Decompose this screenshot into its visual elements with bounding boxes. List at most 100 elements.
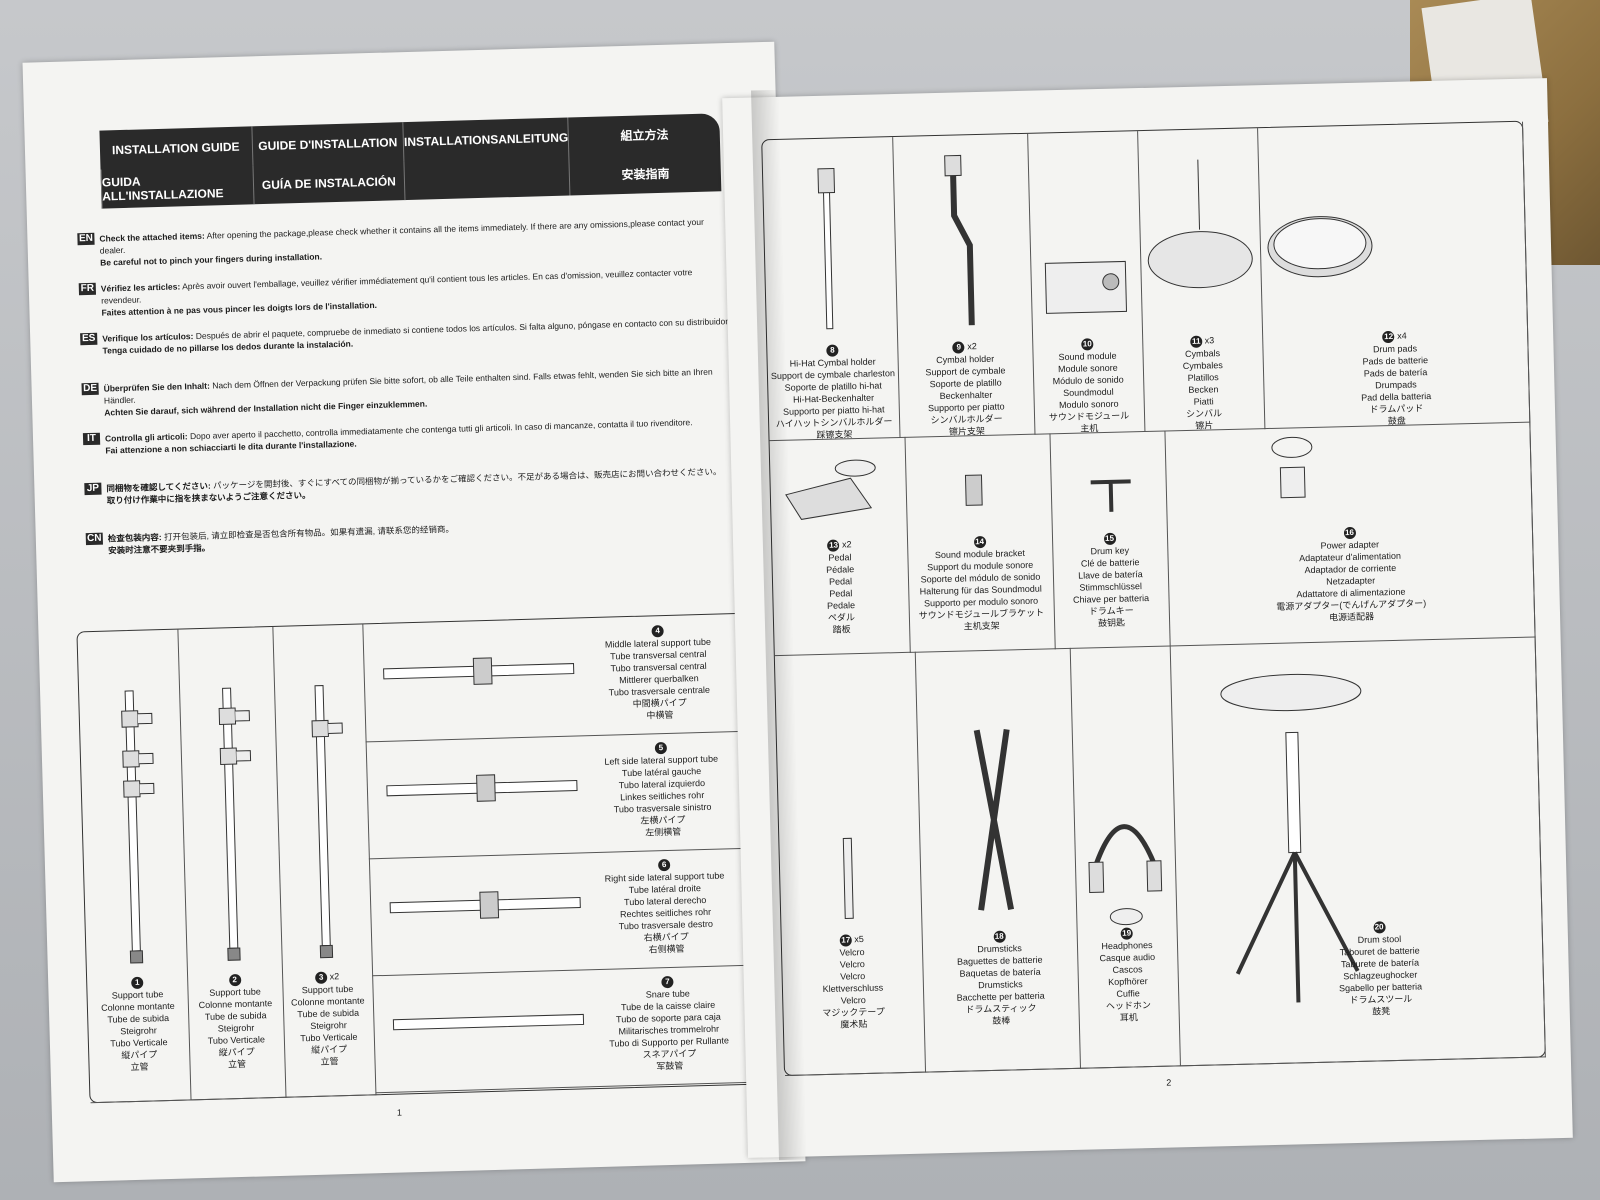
banner-title-7: 安装指南 <box>568 152 722 196</box>
banner-title-1: GUIDE D'INSTALLATION <box>250 122 404 166</box>
accessory-illustration-18 <box>973 729 1015 911</box>
instruction-note: 安装时注意不要夹到手指。 <box>108 542 211 556</box>
lateral-tube-illustration <box>386 774 578 802</box>
instruction-note: Be careful not to pinch your fingers dur… <box>99 251 323 268</box>
language-code: IT <box>82 432 101 446</box>
banner-title-5: GUÍA DE INSTALACIÓN <box>252 161 405 205</box>
part-number: 6 <box>657 858 671 872</box>
instruction-note: Achten Sie darauf, sich während der Inst… <box>104 398 428 418</box>
part-number: 11 <box>1190 335 1203 348</box>
instruction-jp: JP 同梱物を確認してください: パッケージを開封後、すぐにすべての同梱物が揃って… <box>84 465 744 507</box>
part-number: 13 <box>827 539 840 552</box>
part-number: 7 <box>661 975 674 989</box>
part-quantity: x5 <box>854 934 864 945</box>
accessory-illustration-9 <box>944 154 975 326</box>
accessory-illustration-8 <box>817 168 836 330</box>
lateral-tube-illustration <box>392 1013 585 1031</box>
instruction-text: Después de abrir el paquete, compruebe d… <box>195 316 731 341</box>
part-quantity: x3 <box>1204 335 1215 346</box>
instruction-text: Après avoir ouvert l'emballage, veuillez… <box>101 267 693 306</box>
part-number: 3 <box>314 971 328 984</box>
accessory-illustration-10 <box>1044 260 1128 314</box>
banner-title-2: INSTALLATIONSANLEITUNG <box>402 117 569 162</box>
support-tube-illustration <box>218 687 252 961</box>
language-code: EN <box>77 232 95 246</box>
instruction-heading: Vérifiez les articles: <box>100 281 181 294</box>
instruction-heading: Check the attached items: <box>99 230 205 244</box>
instruction-heading: Verifique los artículos: <box>102 331 194 344</box>
instruction-note: Faites attention à ne pas vous pincer le… <box>101 299 378 318</box>
language-code: ES <box>80 332 98 346</box>
instruction-heading: 同梱物を確認してください: <box>106 480 211 494</box>
banner-title-0: INSTALLATION GUIDE <box>111 139 240 157</box>
accessory-illustration-19 <box>1088 824 1163 926</box>
page-number: 1 <box>396 1107 403 1118</box>
part-number: 2 <box>228 973 241 987</box>
part-number: 5 <box>654 741 668 755</box>
accessory-illustration-16 <box>1271 436 1313 499</box>
instruction-text: パッケージを開封後、すぐにすべての同梱物が揃っているかをご確認ください。不足があ… <box>212 466 722 491</box>
accessory-illustration-15 <box>1090 479 1131 512</box>
part-number: 9 <box>952 341 965 354</box>
part-number: 15 <box>1103 532 1116 546</box>
banner-title-6 <box>403 156 570 201</box>
instruction-cn: CN 检查包装内容: 打开包装后, 请立即检查是否包含所有物品。如果有遗漏, 请联… <box>85 515 746 557</box>
part-name-line: 耳机 <box>1119 1012 1138 1023</box>
lateral-tube-illustration <box>389 891 581 919</box>
part-number: 8 <box>826 344 839 357</box>
accessory-illustration-14 <box>964 474 983 506</box>
part-number: 4 <box>651 625 664 638</box>
part-number: 16 <box>1343 526 1356 540</box>
part-number: 18 <box>993 930 1006 943</box>
part-number: 12 <box>1382 330 1395 344</box>
accessory-illustration-20 <box>1220 673 1362 1003</box>
instruction-text: 打开包装后, 请立即检查是否包含所有物品。如果有遗漏, 请联系您的经销商。 <box>163 523 455 542</box>
part-quantity: x4 <box>1397 330 1407 341</box>
part-quantity: x2 <box>329 971 340 982</box>
instruction-heading: Controlla gli articoli: <box>104 431 188 444</box>
part-number: 19 <box>1120 927 1133 940</box>
part-quantity: x2 <box>967 341 977 352</box>
part-number: 14 <box>973 535 986 549</box>
accessory-illustration-17 <box>842 837 854 919</box>
banner-title-3: 組立方法 <box>567 113 721 157</box>
language-code: JP <box>84 482 102 496</box>
banner-title-4: GUIDA ALL'INSTALLAZIONE <box>100 165 254 209</box>
instruction-heading: 检查包装内容: <box>107 532 162 544</box>
part-number: 20 <box>1372 921 1386 934</box>
lateral-tube-illustration <box>383 657 575 685</box>
instruction-text: Dopo aver aperto il pacchetto, controlla… <box>189 417 693 442</box>
language-code: DE <box>81 382 99 396</box>
instruction-es: ES Verifique los artículos: Después de ab… <box>80 315 740 357</box>
part-number: 17 <box>839 934 852 947</box>
language-code: CN <box>85 532 103 546</box>
language-code: FR <box>78 282 97 296</box>
page-number: 2 <box>1166 1077 1172 1088</box>
part-name-line: 立管 <box>320 1056 339 1067</box>
support-tube-illustration <box>121 690 155 964</box>
part-number: 1 <box>131 976 144 990</box>
accessory-illustration-11 <box>1147 159 1253 289</box>
